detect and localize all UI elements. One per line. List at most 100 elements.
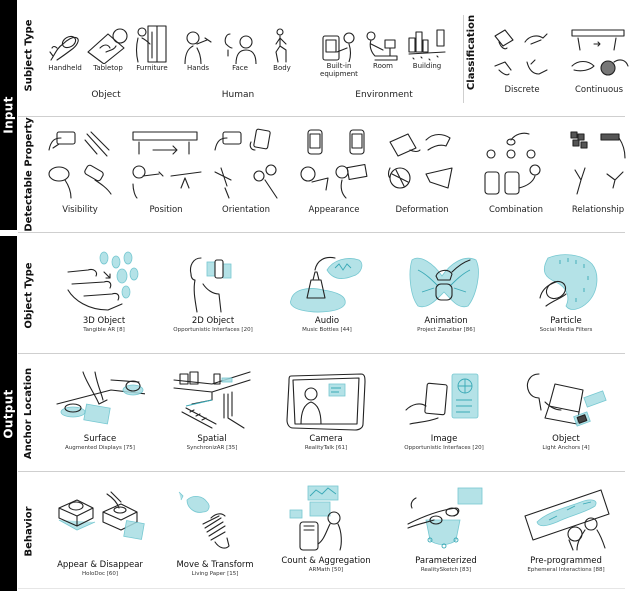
divider [18,116,625,117]
ref-appear-disappear: HoloDoc [60] [81,571,119,577]
object-type-2d: 2D Object Opportunistic Interfaces [20] [153,250,273,333]
divider [18,353,625,354]
title-audio: Audio [314,316,340,326]
divider-vertical [463,15,464,103]
object-anchor-icon [526,373,607,427]
furniture-fridge-icon [135,25,167,63]
title-appear-disappear: Appear & Disappear [57,560,143,570]
title-particle: Particle [550,316,582,326]
group-label-environment: Environment [355,90,413,100]
ref-spatial: SynchronizAR [35] [186,445,238,451]
ref-surface: Augmented Displays [75] [65,445,135,451]
object-type-3d: 3D Object Tangible AR [8] [44,250,164,333]
anchor-image: Image Opportunistic Interfaces [20] [384,370,504,451]
behavior-move-transform: Move & Transform Living Paper [15] [155,488,275,577]
subject-body: Body [268,28,296,72]
subject-face: Face [220,30,260,72]
hand-holding-object-icon [49,35,79,61]
anchor-camera: Camera RealityTalk [61] [266,370,386,451]
tabletop-icon [87,28,128,64]
audio-icon [290,256,363,313]
classification-continuous: Continuous [566,26,632,94]
ref-image: Opportunistic Interfaces [20] [404,445,484,451]
title-count-aggregation: Count & Aggregation [281,556,371,566]
title-image: Image [430,434,458,444]
label-deformation: Deformation [395,205,449,215]
ref-object: Light Anchors [4] [542,445,590,451]
label-face: Face [232,64,248,72]
label-hands: Hands [186,64,210,72]
image-icon [405,373,479,425]
title-pre-programmed: Pre-programmed [530,556,602,566]
surface-icon [56,371,145,425]
2d-object-icon [189,257,232,313]
position-icon [132,131,202,199]
subject-hands: Hands [180,30,216,72]
row-label-classification: Classification [466,14,478,90]
subject-handheld: Handheld [45,26,85,72]
title-2d-object: 2D Object [191,316,235,326]
hands-icon [184,31,212,64]
divider [18,471,625,472]
title-animation: Animation [424,316,468,326]
pre-programmed-icon [524,489,610,551]
behavior-parameterized: Parameterized RealitySketch [83] [386,486,506,573]
label-tabletop: Tabletop [93,64,123,72]
property-combination: Combination [478,128,554,214]
count-aggregation-icon [289,485,342,551]
label-handheld: Handheld [48,64,82,72]
ref-move-transform: Living Paper [15] [191,571,239,577]
animation-icon [409,257,479,308]
row-label-behavior: Behavior [23,505,35,557]
label-relationship: Relationship [571,205,625,215]
divider [18,588,625,589]
title-object: Object [552,434,580,444]
ref-audio: Music Bottles [44] [302,327,352,333]
spatial-icon [173,371,251,429]
row-label-object-type: Object Type [23,261,35,329]
property-appearance: Appearance [296,128,372,214]
subject-tabletop: Tabletop [86,26,130,72]
title-move-transform: Move & Transform [176,560,254,570]
subject-furniture: Furniture [132,24,172,72]
combination-icon [484,132,541,195]
ref-camera: RealityTalk [61] [304,445,348,451]
ref-pre-programmed: Ephemeral Interactions [88] [527,567,605,573]
subject-room: Room [362,30,404,70]
orientation-icon [214,128,278,199]
label-orientation: Orientation [222,205,270,215]
property-visibility: Visibility [44,128,116,214]
visibility-icon [48,131,112,199]
subject-building: Building [406,28,448,70]
label-body: Body [273,64,291,72]
ref-parameterized: RealitySketch [83] [420,567,472,573]
output-bar-label: Output [1,388,16,439]
classification-discrete: Discrete [490,26,554,94]
label-room: Room [373,62,393,70]
group-label-object: Object [91,90,121,100]
discrete-gestures-icon [494,29,548,76]
label-position: Position [149,205,183,215]
ref-count-aggregation: ARMath [50] [308,567,344,573]
label-combination: Combination [488,205,544,215]
3d-object-icon [67,251,139,311]
object-type-audio: Audio Music Bottles [44] [267,250,387,333]
title-camera: Camera [309,434,343,444]
label-furniture: Furniture [136,64,168,72]
body-icon [275,28,287,63]
property-relationship: Relationship [560,128,636,214]
object-type-animation: Animation Project Zanzibar [86] [386,250,506,333]
ref-animation: Project Zanzibar [86] [417,327,475,333]
label-visibility: Visibility [62,205,98,215]
property-deformation: Deformation [384,128,460,214]
row-label-detectable-property: Detectable Property [23,116,35,232]
anchor-object: Object Light Anchors [4] [506,370,626,451]
particle-icon [539,254,598,310]
title-surface: Surface [83,434,117,444]
anchor-spatial: Spatial SynchronizAR [35] [152,370,272,451]
move-transform-icon [178,491,230,549]
ref-particle: Social Media Filters [539,327,593,333]
title-parameterized: Parameterized [415,556,477,566]
room-icon [366,31,398,61]
